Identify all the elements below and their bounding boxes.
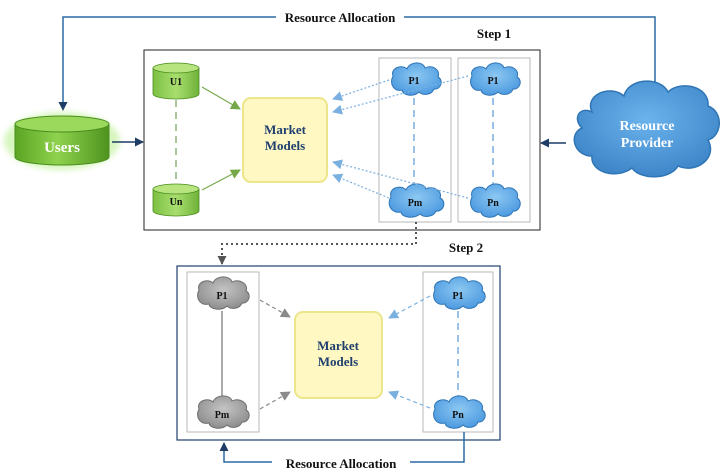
step1-user-un: Un: [152, 183, 200, 217]
blue-p1-to-market-arrow: [388, 295, 431, 319]
step2-blue-pn-label: Pn: [452, 410, 464, 421]
u1-to-market-arrow: [201, 86, 241, 110]
b-pn-to-market-arrow: [332, 159, 469, 199]
step1-user-u1: U1: [152, 62, 200, 100]
step1-label: Step 1: [477, 26, 511, 41]
users-label: Users: [44, 140, 80, 156]
top-allocation-label: Resource Allocation: [285, 10, 396, 25]
step2-gray-pm-label: Pm: [215, 410, 230, 421]
step1-group-a-pm-cloud: Pm: [388, 183, 445, 218]
step1-a-pm-label: Pm: [408, 198, 423, 209]
step1-group-b-pn-cloud: Pn: [470, 183, 521, 218]
step2-market-models-line2: Models: [318, 354, 358, 369]
step2-blue-pn-cloud: Pn: [433, 395, 486, 429]
step2-market-models: Market Models: [294, 311, 383, 399]
step1-group-a-p1-cloud: P1: [391, 62, 442, 96]
top-allocation-arrow: Resource Allocation: [58, 10, 656, 111]
step1-a-p1-label: P1: [408, 76, 419, 87]
step1-b-p1-label: P1: [487, 76, 498, 87]
resource-provider-label-line2: Provider: [621, 136, 674, 151]
resource-provider-label-line1: Resource: [620, 119, 675, 134]
step1-group-b-p1-cloud: P1: [470, 62, 521, 96]
step2-gray-pm-cloud: Pm: [197, 395, 250, 429]
step2-label: Step 2: [449, 240, 483, 255]
users-database: Users: [4, 112, 120, 170]
gray-p1-to-market-arrow: [259, 299, 291, 318]
bottom-allocation-label: Resource Allocation: [286, 456, 397, 471]
step2-blue-p1-label: P1: [452, 291, 463, 302]
step2-gray-p1-cloud: P1: [197, 276, 250, 310]
step2-blue-p1-cloud: P1: [433, 276, 486, 310]
step2-market-models-line1: Market: [317, 338, 360, 353]
step1-to-step2-connector: [217, 222, 417, 265]
step1-u1-label: U1: [170, 77, 182, 88]
b-p1-to-market-arrow: [332, 75, 469, 115]
step2-gray-p1-label: P1: [216, 291, 227, 302]
step1-b-pn-label: Pn: [487, 198, 499, 209]
resource-provider-cloud: Resource Provider: [573, 80, 720, 178]
gray-pm-to-market-arrow: [259, 391, 291, 410]
bottom-allocation-arrow: Resource Allocation: [219, 432, 465, 471]
step1-un-label: Un: [170, 197, 183, 208]
step1-market-models-line2: Models: [265, 138, 305, 153]
a-p1-to-market-arrow: [332, 79, 390, 101]
step1-market-models: Market Models: [242, 97, 328, 183]
step1-market-models-line1: Market: [264, 122, 307, 137]
un-to-market-arrow: [201, 169, 241, 191]
blue-pn-to-market-arrow: [388, 390, 431, 409]
